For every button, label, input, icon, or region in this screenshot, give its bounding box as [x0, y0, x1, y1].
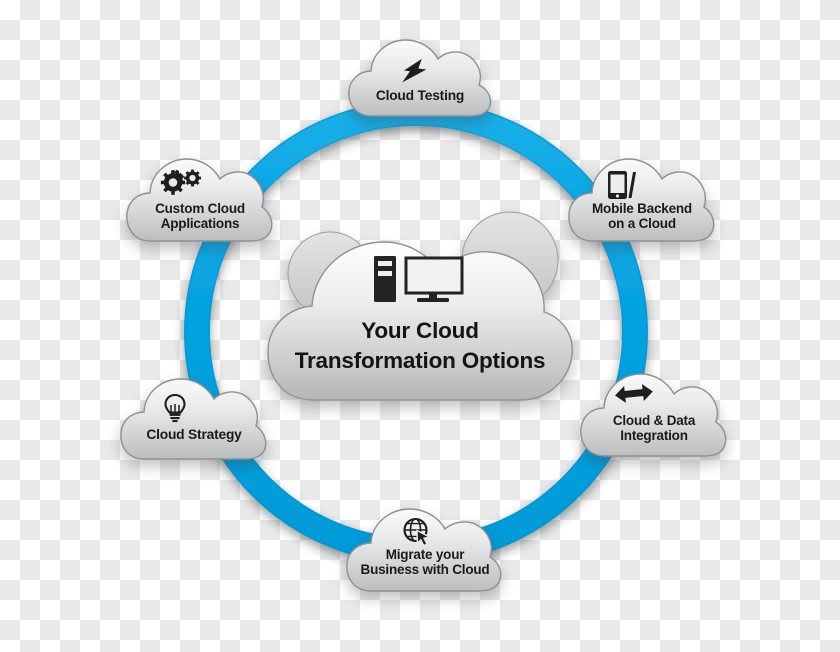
center-cloud-node: Your Cloud Transformation Options: [262, 211, 578, 442]
cloud-shape: [578, 370, 730, 462]
cloud-shape: [566, 155, 718, 247]
cloud-shape: [118, 375, 270, 465]
cloud-shape: [344, 505, 506, 597]
center-cloud-shape: [262, 211, 578, 412]
cloud-shape: [346, 36, 494, 122]
cloud-shape: [124, 155, 276, 247]
